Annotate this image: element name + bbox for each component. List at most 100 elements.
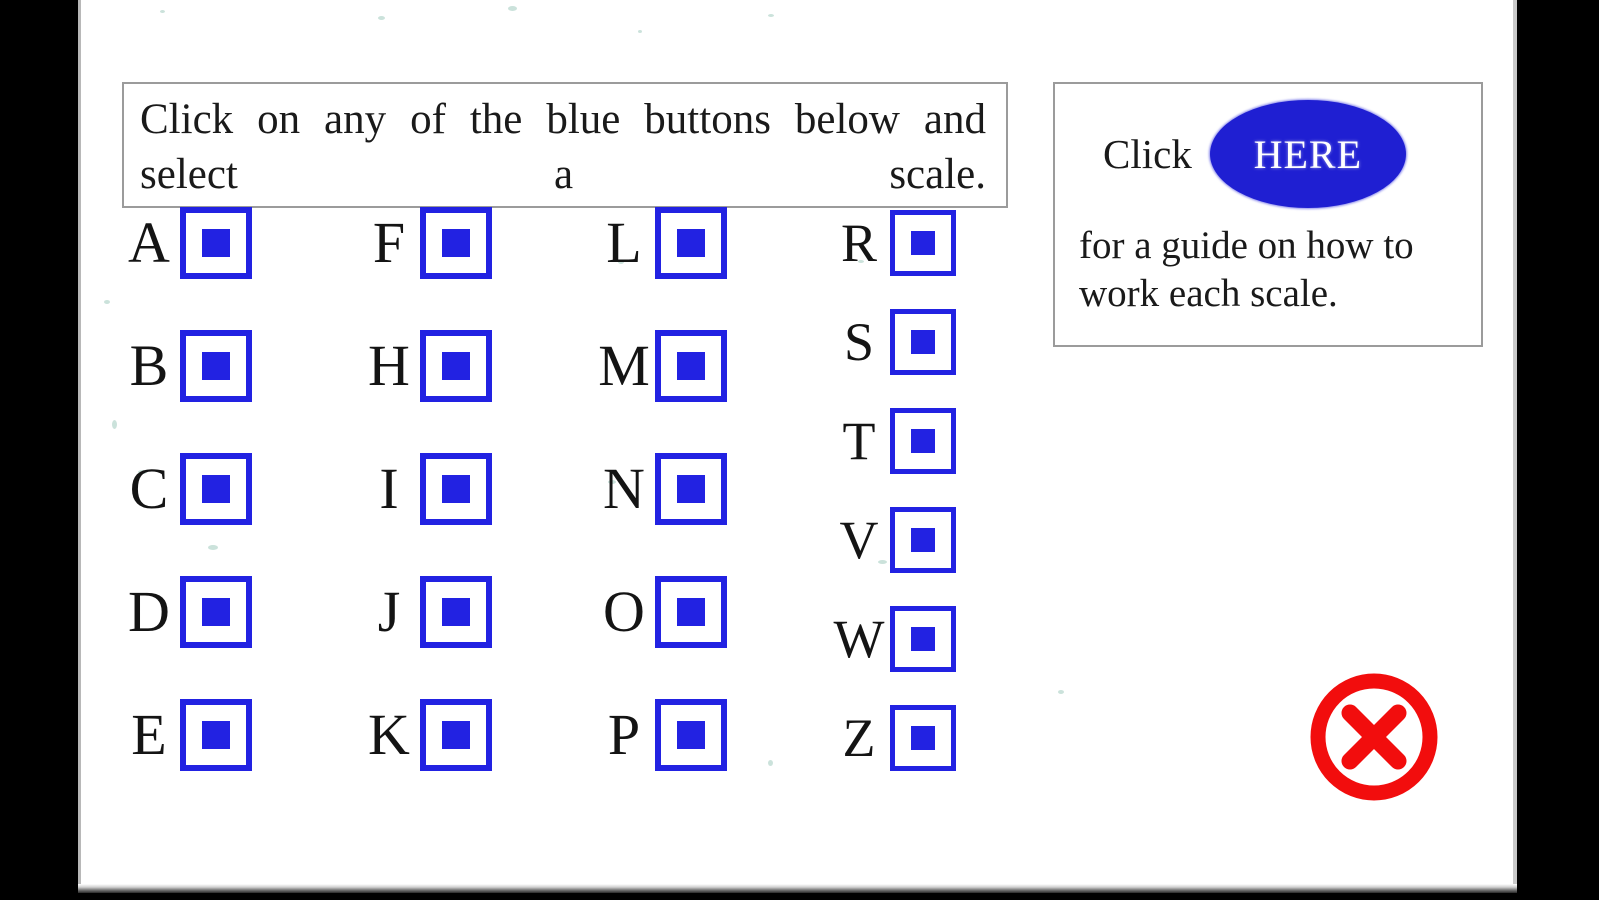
scale-button-i[interactable] — [420, 453, 492, 525]
scale-button-inner — [202, 598, 230, 626]
scan-speckle — [1058, 690, 1064, 694]
scale-button-inner — [911, 429, 935, 453]
scale-letter: W — [833, 609, 885, 669]
scan-speckle — [208, 545, 218, 550]
here-button-label: HERE — [1253, 131, 1363, 177]
scale-row: N — [593, 453, 727, 525]
scale-button-p[interactable] — [655, 699, 727, 771]
scale-button-inner — [911, 330, 935, 354]
scale-button-inner — [202, 721, 230, 749]
scan-speckle — [768, 760, 773, 766]
instruction-box: Click on any of the blue buttons below a… — [122, 82, 1008, 208]
scale-button-inner — [911, 231, 935, 255]
scale-row: K — [358, 699, 492, 771]
scale-button-inner — [911, 726, 935, 750]
scale-letter: R — [840, 213, 878, 273]
scale-button-k[interactable] — [420, 699, 492, 771]
scale-row: Z — [828, 705, 956, 771]
scanned-page: Click on any of the blue buttons below a… — [78, 0, 1517, 893]
scale-row: C — [118, 453, 252, 525]
scale-row: I — [358, 453, 492, 525]
scale-row: F — [358, 207, 492, 279]
scale-button-r[interactable] — [890, 210, 956, 276]
page-left-edge — [78, 0, 81, 893]
scale-button-inner — [677, 721, 705, 749]
scale-row: V — [828, 507, 956, 573]
scale-button-o[interactable] — [655, 576, 727, 648]
scale-button-h[interactable] — [420, 330, 492, 402]
guide-box: Click HERE for a guide on how to work ea… — [1053, 82, 1483, 347]
scale-button-inner — [202, 352, 230, 380]
scale-letter: D — [128, 579, 170, 644]
scale-button-inner — [911, 528, 935, 552]
scale-button-inner — [202, 475, 230, 503]
scale-letter: M — [598, 333, 650, 398]
scale-button-inner — [442, 352, 470, 380]
circle-x-icon[interactable] — [1305, 668, 1443, 806]
scale-button-w[interactable] — [890, 606, 956, 672]
guide-click-here-row: Click HERE — [1055, 90, 1485, 218]
scale-letter: H — [368, 333, 410, 398]
scale-letter: T — [842, 411, 876, 471]
scale-row: M — [593, 330, 727, 402]
scale-button-m[interactable] — [655, 330, 727, 402]
scale-letter: E — [131, 702, 167, 767]
circle-x-icon-svg — [1310, 673, 1438, 801]
scale-letter: C — [129, 456, 169, 521]
scale-row: S — [828, 309, 956, 375]
scan-speckle — [160, 10, 165, 13]
scale-button-inner — [677, 352, 705, 380]
scale-letter: V — [839, 510, 879, 570]
scan-speckle — [508, 6, 517, 11]
guide-caption: for a guide on how to work each scale. — [1079, 224, 1414, 315]
scale-letter: B — [129, 333, 169, 398]
scale-row: P — [593, 699, 727, 771]
scale-row: J — [358, 576, 492, 648]
scale-letter: I — [379, 456, 399, 521]
page-bottom-edge — [78, 884, 1517, 893]
scale-row: H — [358, 330, 492, 402]
scale-letter: A — [128, 210, 170, 275]
scale-button-inner — [442, 598, 470, 626]
scale-button-n[interactable] — [655, 453, 727, 525]
scan-speckle — [378, 16, 385, 20]
scale-button-inner — [442, 475, 470, 503]
scale-letter: N — [603, 456, 645, 521]
scale-row: W — [828, 606, 956, 672]
page-right-edge — [1513, 0, 1517, 893]
scale-button-l[interactable] — [655, 207, 727, 279]
scale-button-c[interactable] — [180, 453, 252, 525]
scale-button-inner — [677, 475, 705, 503]
scale-row: D — [118, 576, 252, 648]
scale-letter: K — [368, 702, 410, 767]
scale-button-v[interactable] — [890, 507, 956, 573]
scale-button-t[interactable] — [890, 408, 956, 474]
scale-button-s[interactable] — [890, 309, 956, 375]
scale-row: R — [828, 210, 956, 276]
scale-row: E — [118, 699, 252, 771]
scale-row: L — [593, 207, 727, 279]
scale-letter: F — [372, 210, 406, 275]
scale-button-z[interactable] — [890, 705, 956, 771]
scale-row: B — [118, 330, 252, 402]
scale-button-d[interactable] — [180, 576, 252, 648]
scale-row: A — [118, 207, 252, 279]
scale-letter: S — [843, 312, 875, 372]
scale-button-inner — [677, 229, 705, 257]
scale-button-e[interactable] — [180, 699, 252, 771]
scale-button-inner — [911, 627, 935, 651]
scale-button-a[interactable] — [180, 207, 252, 279]
scale-row: T — [828, 408, 956, 474]
scale-button-f[interactable] — [420, 207, 492, 279]
scan-speckle — [112, 420, 117, 429]
scale-button-b[interactable] — [180, 330, 252, 402]
scan-speckle — [638, 30, 642, 33]
scale-button-inner — [677, 598, 705, 626]
scale-letter: P — [607, 702, 641, 767]
scale-button-inner — [202, 229, 230, 257]
scale-button-j[interactable] — [420, 576, 492, 648]
scale-letter: O — [603, 579, 645, 644]
here-button[interactable]: HERE — [1209, 100, 1406, 208]
scale-letter: J — [377, 579, 401, 644]
